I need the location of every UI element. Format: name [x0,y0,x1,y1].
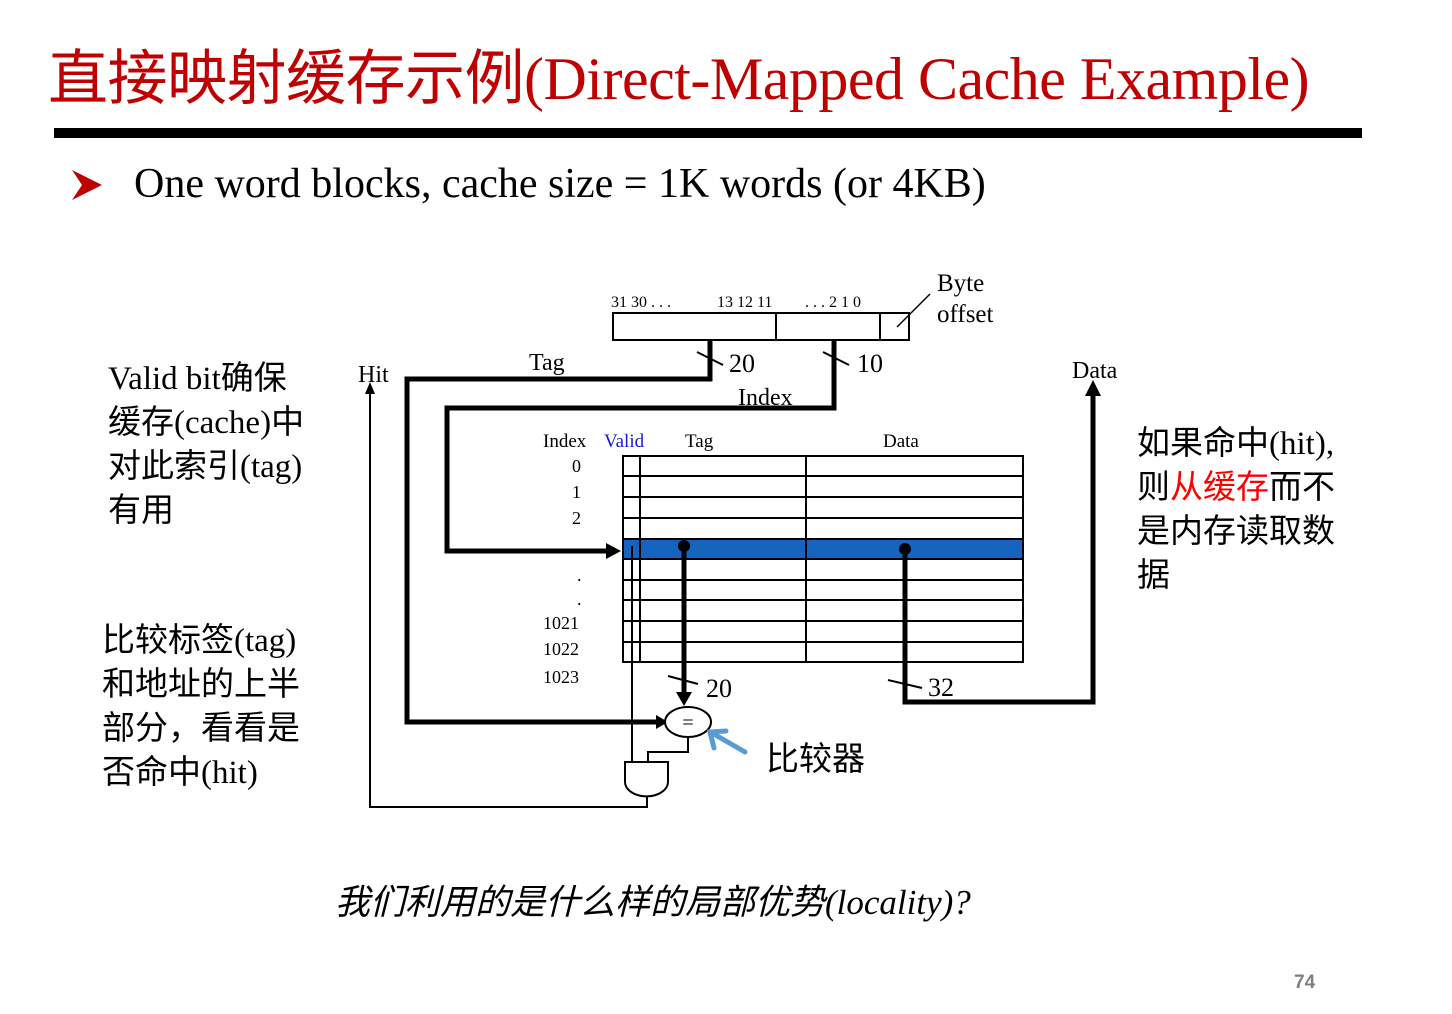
and-gate [624,761,669,798]
data-width-label: 32 [928,673,954,702]
index-bus-label: Index [738,385,793,411]
hit-label: Hit [358,362,389,388]
comparator-symbol: = [682,712,693,734]
header-valid: Valid [604,431,645,452]
hit-note-line1: 如果命中(hit), [1137,426,1335,462]
index-width-tick [822,351,850,366]
bullet-arrow-icon [72,170,102,200]
data-arrowhead-icon [1085,380,1101,396]
byte-offset-label-line2: offset [937,301,994,328]
index-label-1: 1 [572,482,581,502]
hit-note-line2: 则从缓存而不 [1137,466,1335,510]
comparator-output-line [647,737,689,762]
locality-question: 我们利用的是什么样的局部优势(locality)? [335,883,971,922]
byte-offset-label-line1: Byte [937,270,984,297]
stored-tag-arrowhead-icon [676,692,692,706]
header-index: Index [543,431,587,452]
selected-cache-row [623,539,1023,559]
valid-bit-note-line4: 有用 [108,493,174,529]
compare-width-tick [667,675,699,685]
data-output-label: Data [1072,358,1118,384]
index-label-1021: 1021 [543,613,579,633]
address-bits-low: . . . 2 1 0 [805,294,861,311]
hit-arrowhead-icon [365,382,375,394]
index-width-label: 10 [857,349,883,378]
tag-width-tick [696,351,724,366]
data-bus [902,395,1096,705]
data-width-tick [887,679,923,689]
tag-bus-arrowhead-icon [656,715,668,729]
tag-bus-label: Tag [529,350,565,376]
valid-bit-note: Valid bit确保 缓存(cache)中 对此索引(tag) 有用 [108,357,304,533]
compare-note-line3: 部分，看看是 [102,711,300,747]
bullet-text: One word blocks, cache size = 1K words (… [134,161,986,207]
valid-bit-note-line3: 对此索引(tag) [108,449,303,485]
index-label-dot-2: . [577,589,582,609]
compare-note-line4: 否命中(hit) [102,755,258,791]
hit-note-suffix: 而不 [1269,470,1335,506]
index-label-1023: 1023 [543,667,579,687]
header-tag: Tag [685,431,714,452]
hit-note: 如果命中(hit), 则从缓存而不 是内存读取数 据 [1137,422,1335,598]
page-number: 74 [1294,972,1316,993]
comparator-label: 比较器 [766,742,865,778]
valid-bit-note-line1: Valid bit确保 [108,361,287,397]
index-label-dot-1: . [577,565,582,585]
slide-title: 直接映射缓存示例(Direct-Mapped Cache Example) [48,46,1310,112]
index-label-1022: 1022 [543,639,579,659]
hit-note-line3: 是内存读取数 [1137,514,1335,550]
hit-line [369,392,648,808]
tag-width-label: 20 [729,349,755,378]
hit-note-highlight: 从缓存 [1170,470,1269,506]
compare-width-label: 20 [706,674,732,703]
comparator-pointer-icon [706,728,748,755]
compare-note-line1: 比较标签(tag) [102,623,297,659]
address-bits-mid: 13 12 11 [717,294,772,311]
address-register [612,293,931,341]
compare-note-line2: 和地址的上半 [102,667,300,703]
title-divider [54,128,1362,138]
valid-bit-note-line2: 缓存(cache)中 [108,405,305,441]
tag-bus [404,340,713,725]
index-label-2: 2 [572,508,581,528]
cache-table [622,455,1024,663]
hit-note-prefix: 则 [1137,470,1170,506]
header-data: Data [883,431,919,452]
index-bus-arrowhead-icon [606,543,621,559]
address-bits-high: 31 30 . . . [611,294,671,311]
hit-note-line4: 据 [1137,558,1170,594]
index-bus [444,340,837,554]
compare-note: 比较标签(tag) 和地址的上半 部分，看看是 否命中(hit) [102,619,300,795]
index-label-0: 0 [572,456,581,476]
